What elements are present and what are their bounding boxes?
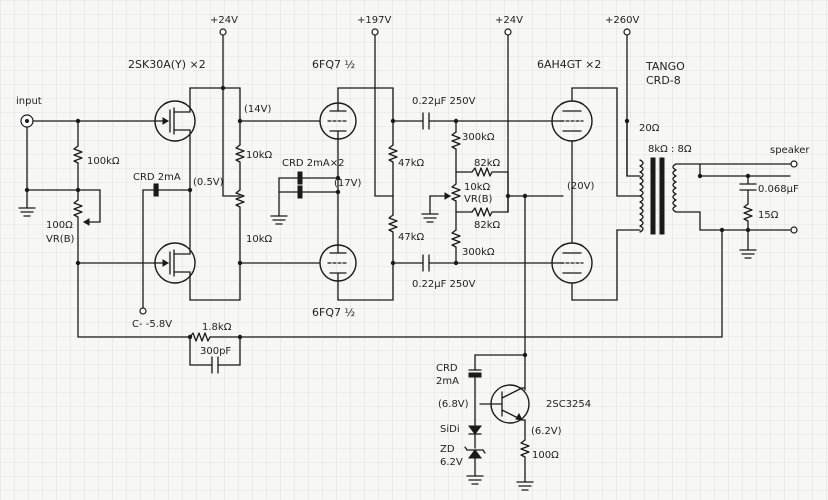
coupling-cap-bot-label: 0.22µF 250V	[412, 279, 476, 290]
screen-resistor-label: 20Ω	[639, 123, 660, 134]
grid-vr-value: 10kΩ	[464, 182, 491, 193]
reg-base-voltage: (6.8V)	[438, 399, 469, 410]
output-label: speaker	[770, 145, 810, 156]
reg-crd-label: CRD	[436, 363, 458, 374]
input-resistor	[73, 120, 161, 264]
feedback-res-label: 1.8kΩ	[202, 322, 232, 333]
crd-stage1	[139, 183, 191, 315]
grid-resistor-network	[421, 120, 564, 264]
supply-label-3: +24V	[495, 15, 523, 26]
supply-label-4: +260V	[605, 15, 639, 26]
fet-rd-top: 10kΩ	[246, 150, 273, 161]
supply-label-1: +24V	[210, 15, 238, 26]
grid-r-bot: 300kΩ	[462, 247, 495, 258]
feedback-cap-label: 300pF	[200, 346, 231, 357]
supply-label-2: +197V	[357, 15, 391, 26]
reg-emitter-resistor: 100Ω	[532, 450, 559, 461]
crd-stage2	[270, 171, 339, 225]
fet-q1	[154, 87, 196, 191]
coupling-caps	[392, 112, 564, 272]
reg-transistor-label: 2SC3254	[546, 399, 591, 410]
current-source	[479, 195, 534, 491]
output-res-label: 15Ω	[758, 210, 779, 221]
grid-r82-bot: 82kΩ	[474, 220, 501, 231]
stage2-cathode-voltage: (17V)	[334, 178, 361, 189]
stage3-wiring	[571, 87, 641, 301]
fet-pair-label: 2SK30A(Y) ×2	[128, 58, 206, 71]
stage2-wiring	[337, 87, 398, 301]
reg-emitter-voltage: (6.2V)	[531, 426, 562, 437]
vr-input-value: 100Ω	[46, 220, 73, 231]
coupling-cap-top-label: 0.22µF 250V	[412, 96, 476, 107]
reg-crd-value: 2mA	[436, 376, 459, 387]
output-cap-label: 0.068µF	[758, 184, 799, 195]
grid-r-top: 300kΩ	[462, 132, 495, 143]
fet-drain-voltage: (14V)	[244, 104, 271, 115]
grid-vr-type: VR(B)	[464, 194, 493, 205]
reg-zd-label: ZD	[440, 444, 455, 455]
grid-voltage: (20V)	[567, 181, 594, 192]
input-jack	[18, 114, 161, 217]
tube-6fq7-bot-label: 6FQ7 ½	[312, 306, 355, 319]
xfmr-ratio: 8kΩ : 8Ω	[648, 144, 692, 155]
xfmr-model: CRD-8	[646, 74, 681, 87]
junction-dots	[24, 85, 751, 358]
reg-sidi-label: SiDi	[440, 424, 460, 435]
tube-6ah4gt-label: 6AH4GT ×2	[537, 58, 601, 71]
grid-r82-top: 82kΩ	[474, 158, 501, 169]
bias-label: C- -5.8V	[132, 319, 172, 330]
stage2-r-top: 47kΩ	[398, 158, 425, 169]
input-resistor-label: 100kΩ	[87, 156, 120, 167]
fet-source-voltage: (0.5V)	[193, 177, 224, 188]
regulator-diodes	[464, 354, 526, 485]
xfmr-brand: TANGO	[645, 60, 685, 73]
reg-zd-value: 6.2V	[440, 457, 463, 468]
crd-stage1-label: CRD 2mA	[133, 172, 181, 183]
crd-stage2-label: CRD 2mA×2	[282, 158, 345, 169]
tube-6fq7-top-label: 6FQ7 ½	[312, 58, 355, 71]
fet-drain-resistors	[189, 87, 245, 301]
input-label: input	[16, 96, 42, 107]
fet-q2	[154, 189, 196, 301]
vr-input-type: VR(B)	[46, 234, 75, 245]
output-transformer	[639, 157, 701, 235]
feedback-network	[77, 262, 241, 374]
stage2-r-bot: 47kΩ	[398, 232, 425, 243]
fet-rd-bot: 10kΩ	[246, 234, 273, 245]
